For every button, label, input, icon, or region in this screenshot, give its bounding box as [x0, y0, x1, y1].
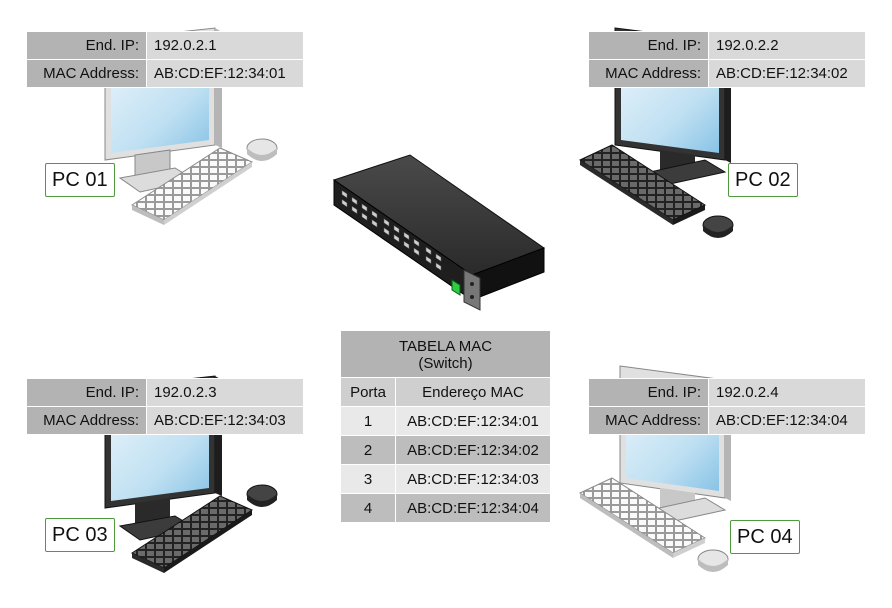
mac-table-subtitle: (Switch): [418, 355, 473, 372]
pc-01-info-table: End. IP: 192.0.2.1 MAC Address: AB:CD:EF…: [26, 31, 304, 88]
table-row: 1 AB:CD:EF:12:34:01: [340, 406, 551, 436]
mac-label: MAC Address:: [26, 406, 147, 435]
mac-cell: AB:CD:EF:12:34:02: [395, 435, 551, 465]
pc-01: End. IP: 192.0.2.1 MAC Address: AB:CD:EF…: [20, 20, 320, 260]
pc-01-label: PC 01: [45, 163, 115, 197]
mac-label: MAC Address:: [26, 59, 147, 88]
mac-column-header: Endereço MAC: [395, 377, 551, 407]
pc-02: End. IP: 192.0.2.2 MAC Address: AB:CD:EF…: [575, 20, 875, 260]
table-row: 2 AB:CD:EF:12:34:02: [340, 435, 551, 465]
mac-value: AB:CD:EF:12:34:04: [708, 406, 866, 435]
mac-cell: AB:CD:EF:12:34:01: [395, 406, 551, 436]
ip-label: End. IP:: [26, 31, 147, 60]
pc-04-info-table: End. IP: 192.0.2.4 MAC Address: AB:CD:EF…: [588, 378, 866, 435]
mac-row: MAC Address: AB:CD:EF:12:34:02: [588, 59, 866, 88]
mac-address-table: TABELA MAC (Switch) Porta Endereço MAC 1…: [340, 330, 551, 523]
mac-table-header-row: Porta Endereço MAC: [340, 377, 551, 407]
table-row: 3 AB:CD:EF:12:34:03: [340, 464, 551, 494]
pc-03: End. IP: 192.0.2.3 MAC Address: AB:CD:EF…: [20, 368, 320, 608]
ip-label: End. IP:: [588, 31, 709, 60]
mac-value: AB:CD:EF:12:34:02: [708, 59, 866, 88]
mac-label: MAC Address:: [588, 59, 709, 88]
mac-table-title: TABELA MAC (Switch): [340, 330, 551, 378]
port-cell: 1: [340, 406, 396, 436]
mac-row: MAC Address: AB:CD:EF:12:34:01: [26, 59, 304, 88]
mac-cell: AB:CD:EF:12:34:03: [395, 464, 551, 494]
ip-value: 192.0.2.3: [146, 378, 304, 407]
port-column-header: Porta: [340, 377, 396, 407]
mac-table-title-text: TABELA MAC: [398, 338, 493, 355]
network-switch-icon: [332, 154, 546, 311]
table-row: 4 AB:CD:EF:12:34:04: [340, 493, 551, 523]
pc-03-info-table: End. IP: 192.0.2.3 MAC Address: AB:CD:EF…: [26, 378, 304, 435]
port-cell: 2: [340, 435, 396, 465]
pc-04: End. IP: 192.0.2.4 MAC Address: AB:CD:EF…: [575, 358, 875, 598]
ip-row: End. IP: 192.0.2.2: [588, 31, 866, 60]
port-cell: 4: [340, 493, 396, 523]
pc-02-info-table: End. IP: 192.0.2.2 MAC Address: AB:CD:EF…: [588, 31, 866, 88]
pc-04-label: PC 04: [730, 520, 800, 554]
ip-label: End. IP:: [588, 378, 709, 407]
ip-value: 192.0.2.1: [146, 31, 304, 60]
ip-row: End. IP: 192.0.2.3: [26, 378, 304, 407]
ip-row: End. IP: 192.0.2.1: [26, 31, 304, 60]
port-cell: 3: [340, 464, 396, 494]
ip-row: End. IP: 192.0.2.4: [588, 378, 866, 407]
mac-label: MAC Address:: [588, 406, 709, 435]
mac-row: MAC Address: AB:CD:EF:12:34:04: [588, 406, 866, 435]
pc-02-label: PC 02: [728, 163, 798, 197]
mac-value: AB:CD:EF:12:34:01: [146, 59, 304, 88]
switch-status-led-icon: [451, 279, 461, 296]
ip-value: 192.0.2.4: [708, 378, 866, 407]
mac-row: MAC Address: AB:CD:EF:12:34:03: [26, 406, 304, 435]
ip-label: End. IP:: [26, 378, 147, 407]
mac-cell: AB:CD:EF:12:34:04: [395, 493, 551, 523]
pc-03-label: PC 03: [45, 518, 115, 552]
ip-value: 192.0.2.2: [708, 31, 866, 60]
mac-value: AB:CD:EF:12:34:03: [146, 406, 304, 435]
